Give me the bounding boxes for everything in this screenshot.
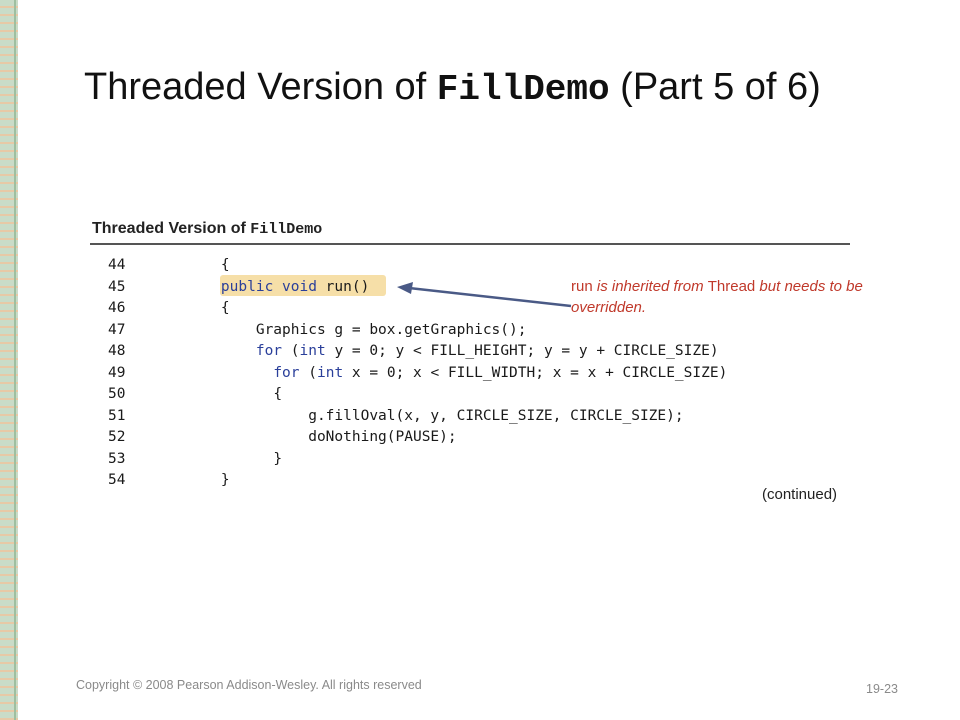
line-number: 54	[108, 472, 126, 488]
arrow-head	[397, 282, 413, 294]
line-number: 51	[108, 407, 126, 424]
code-text: x = 0; x < FILL_WIDTH; x = x + CIRCLE_SI…	[343, 364, 728, 381]
line-number: 52	[108, 429, 126, 445]
left-decorative-stripe	[0, 0, 18, 720]
code-line: 49 for (int x = 0; x < FILL_WIDTH; x = x…	[108, 363, 727, 383]
code-line: 53 }	[108, 449, 282, 469]
code-text: {	[273, 386, 283, 402]
code-indent	[186, 451, 273, 467]
code-indent	[186, 408, 308, 424]
line-number: 48	[108, 343, 126, 359]
code-indent	[186, 322, 256, 338]
code-line: 45 public void run()	[108, 277, 369, 297]
code-indent	[186, 429, 308, 445]
code-text: Graphics g = box.getGraphics();	[255, 321, 527, 338]
line-number: 46	[108, 300, 126, 316]
code-keyword: int	[299, 343, 326, 359]
figure-heading-prefix: Threaded Version of	[92, 220, 251, 237]
code-text: doNothing(PAUSE);	[308, 429, 457, 445]
continued-label: (continued)	[762, 486, 838, 503]
annotation-text-2: but needs to be overridden.	[571, 278, 863, 316]
footer-page-number: 19-23	[866, 682, 898, 696]
code-line: 50 {	[108, 384, 282, 404]
slide-title: Threaded Version of FillDemo (Part 5 of …	[84, 66, 821, 110]
figure-rule	[90, 243, 850, 245]
code-text: (	[299, 364, 317, 381]
code-text: g.fillOval(x, y, CIRCLE_SIZE, CIRCLE_SIZ…	[308, 407, 684, 424]
code-line: 48 for (int y = 0; y < FILL_HEIGHT; y = …	[108, 341, 719, 361]
code-text: (	[282, 343, 300, 359]
annotation-arrow	[397, 282, 572, 308]
annotation-callout: run is inherited from Thread but needs t…	[571, 276, 871, 318]
code-keyword: int	[316, 364, 344, 381]
code-indent	[186, 472, 221, 488]
code-indent	[186, 386, 273, 402]
footer-copyright: Copyright © 2008 Pearson Addison-Wesley.…	[76, 678, 422, 692]
code-line: 46 {	[108, 298, 230, 318]
line-number: 45	[108, 278, 126, 295]
code-keyword: for	[273, 364, 300, 381]
line-number: 47	[108, 321, 126, 338]
code-indent	[186, 279, 221, 295]
code-line: 52 doNothing(PAUSE);	[108, 427, 457, 447]
code-text: {	[220, 300, 230, 316]
annotation-text-1: is inherited from	[592, 278, 708, 295]
code-indent	[186, 257, 221, 273]
code-text: }	[273, 450, 283, 467]
code-highlight	[220, 275, 386, 296]
title-prefix: Threaded Version of	[84, 66, 437, 108]
code-line: 47 Graphics g = box.getGraphics();	[108, 320, 526, 340]
annotation-word-run: run	[571, 278, 593, 295]
line-number: 49	[108, 364, 126, 381]
code-text: run()	[316, 278, 370, 295]
arrow-shaft	[408, 286, 572, 308]
code-line: 54 }	[108, 470, 230, 490]
code-keyword: for	[255, 343, 283, 359]
figure-heading-code: FillDemo	[250, 221, 323, 238]
code-keyword: public void	[220, 278, 317, 295]
code-text: {	[220, 257, 230, 273]
code-text: y = 0; y < FILL_HEIGHT; y = y + CIRCLE_S…	[325, 343, 719, 359]
line-number: 53	[108, 450, 126, 467]
title-code: FillDemo	[436, 69, 610, 110]
code-indent	[186, 365, 273, 381]
code-text: }	[220, 472, 230, 488]
title-suffix: (Part 5 of 6)	[609, 66, 821, 108]
code-line: 44 {	[108, 255, 230, 275]
annotation-word-thread: Thread	[707, 278, 756, 295]
line-number: 50	[108, 386, 126, 402]
left-stripe-line	[14, 0, 16, 720]
figure-heading: Threaded Version of FillDemo	[92, 220, 322, 238]
code-indent	[186, 343, 256, 359]
code-indent	[186, 300, 221, 316]
code-line: 51 g.fillOval(x, y, CIRCLE_SIZE, CIRCLE_…	[108, 406, 684, 426]
line-number: 44	[108, 257, 126, 273]
